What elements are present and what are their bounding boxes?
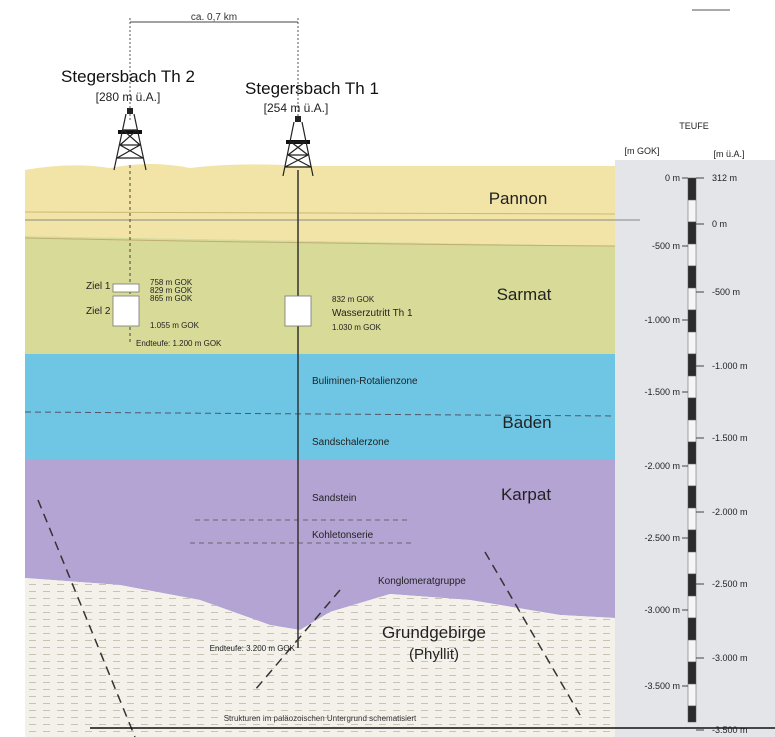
well-th2-elevation: [280 m ü.A.] <box>96 90 161 104</box>
layer-sarmat <box>25 236 615 354</box>
wasserzutritt-marker <box>284 295 312 327</box>
baden-subzone-boundary <box>24 411 616 417</box>
fault-right <box>484 551 581 716</box>
th2-depth-865: 865 m GOK <box>150 294 193 303</box>
formation-subtitle-phyllit: (Phyllit) <box>409 646 459 663</box>
layer-baden <box>25 354 615 460</box>
subzone-sandstein-label: Sandstein <box>312 493 356 504</box>
th2-endteufe: Endteufe: 1.200 m GOK <box>136 339 222 348</box>
depth-bar-segment <box>687 331 697 355</box>
formation-label-pannon: Pannon <box>489 189 548 208</box>
gok-tick-label: -1.000 m <box>644 315 680 325</box>
schematic-footnote: Strukturen im paläozoischen Untergrund s… <box>224 714 417 723</box>
layer-grundgebirge <box>25 578 615 737</box>
formation-label-grundgebirge: Grundgebirge <box>382 623 486 642</box>
ziel-2-label: Ziel 2 <box>86 306 111 317</box>
depth-bar-segment <box>687 705 697 723</box>
ua-tick-label: -500 m <box>712 287 740 297</box>
depth-bar-segment <box>687 287 697 311</box>
gok-tick-label: -1.500 m <box>644 387 680 397</box>
th1-depth-832: 832 m GOK <box>332 295 375 304</box>
ua-tick-label: -1.500 m <box>712 433 748 443</box>
ziel-1-marker <box>112 283 140 293</box>
depth-bar-segment <box>687 419 697 443</box>
depth-bar-segment <box>687 441 697 465</box>
depth-bar-segment <box>687 595 697 619</box>
depth-bar-segment <box>687 507 697 531</box>
depth-scale: TEUFE [m GOK] [m ü.A.] 0 m -500 m -1.000 m… <box>624 121 747 735</box>
th1-depth-1030: 1.030 m GOK <box>332 323 382 332</box>
formation-label-karpat: Karpat <box>501 485 551 504</box>
distance-measure: ca. 0,7 km <box>129 12 299 120</box>
borehole-th2 <box>112 165 140 342</box>
distance-label: ca. 0,7 km <box>191 12 237 23</box>
th2-depth-758: 758 m GOK <box>150 278 193 287</box>
fault-left <box>37 499 136 737</box>
depth-bar-segment <box>687 661 697 685</box>
borehole-th1 <box>284 170 312 648</box>
depth-bar-segment <box>687 221 697 245</box>
depth-scale-title: TEUFE <box>679 121 709 131</box>
subzone-konglomerat-label: Konglomeratgruppe <box>378 576 466 587</box>
gok-tick-label: 0 m <box>665 173 680 183</box>
well-th1-name: Stegersbach Th 1 <box>245 79 379 98</box>
depth-bar-segment <box>687 485 697 509</box>
depth-bar-segment <box>687 573 697 597</box>
well-th2-name: Stegersbach Th 2 <box>61 67 195 86</box>
ziel-1-label: Ziel 1 <box>86 281 111 292</box>
ua-tick-label: -3.500 m <box>712 725 748 735</box>
subzone-kohleton-label: Kohletonserie <box>312 530 374 541</box>
ua-tick-label: -3.000 m <box>712 653 748 663</box>
formation-label-baden: Baden <box>502 413 551 432</box>
depth-bar-segment <box>687 375 697 399</box>
subzone-sandschaler-label: Sandschalerzone <box>312 437 390 448</box>
ua-tick-label: -2.500 m <box>712 579 748 589</box>
depth-bar-segment <box>687 265 697 289</box>
depth-bar-segment <box>687 683 697 707</box>
well-th1-elevation: [254 m ü.A.] <box>264 101 329 115</box>
layer-pannon <box>25 164 615 246</box>
depth-bar-segment <box>687 617 697 641</box>
gok-tick-label: -3.000 m <box>644 605 680 615</box>
ua-tick-label: -2.000 m <box>712 507 748 517</box>
depth-bar-segment <box>687 397 697 421</box>
th1-endteufe: Endteufe: 3.200 m GOK <box>210 644 296 653</box>
subzone-buliminen-label: Buliminen-Rotalienzone <box>312 376 418 387</box>
drilling-rig-icon <box>113 108 147 171</box>
formation-label-sarmat: Sarmat <box>497 285 552 304</box>
depth-bar-segment <box>687 177 697 201</box>
depth-header-ua: [m ü.A.] <box>713 149 744 159</box>
th2-depth-829: 829 m GOK <box>150 286 193 295</box>
ua-tick-label: -1.000 m <box>712 361 748 371</box>
th2-depth-1055: 1.055 m GOK <box>150 321 200 330</box>
depth-bar-segment <box>687 463 697 487</box>
drilling-rig-icon <box>282 116 314 177</box>
gok-tick-label: -3.500 m <box>644 681 680 691</box>
depth-bar-segment <box>687 243 697 267</box>
depth-bar-segment <box>687 639 697 663</box>
gok-tick-label: -2.000 m <box>644 461 680 471</box>
ziel-2-marker <box>112 295 140 327</box>
depth-bar-segment <box>687 551 697 575</box>
ua-tick-label: 312 m <box>712 173 737 183</box>
gok-tick-label: -2.500 m <box>644 533 680 543</box>
th1-wasserzutritt: Wasserzutritt Th 1 <box>332 308 413 319</box>
ua-tick-label: 0 m <box>712 219 727 229</box>
depth-bar-segment <box>687 529 697 553</box>
formation-layers <box>24 164 640 737</box>
depth-bar-segment <box>687 199 697 223</box>
depth-header-gok: [m GOK] <box>624 146 659 156</box>
depth-bar-segment <box>687 353 697 377</box>
depth-bar-segment <box>687 309 697 333</box>
layer-karpat <box>25 460 615 630</box>
gok-tick-label: -500 m <box>652 241 680 251</box>
